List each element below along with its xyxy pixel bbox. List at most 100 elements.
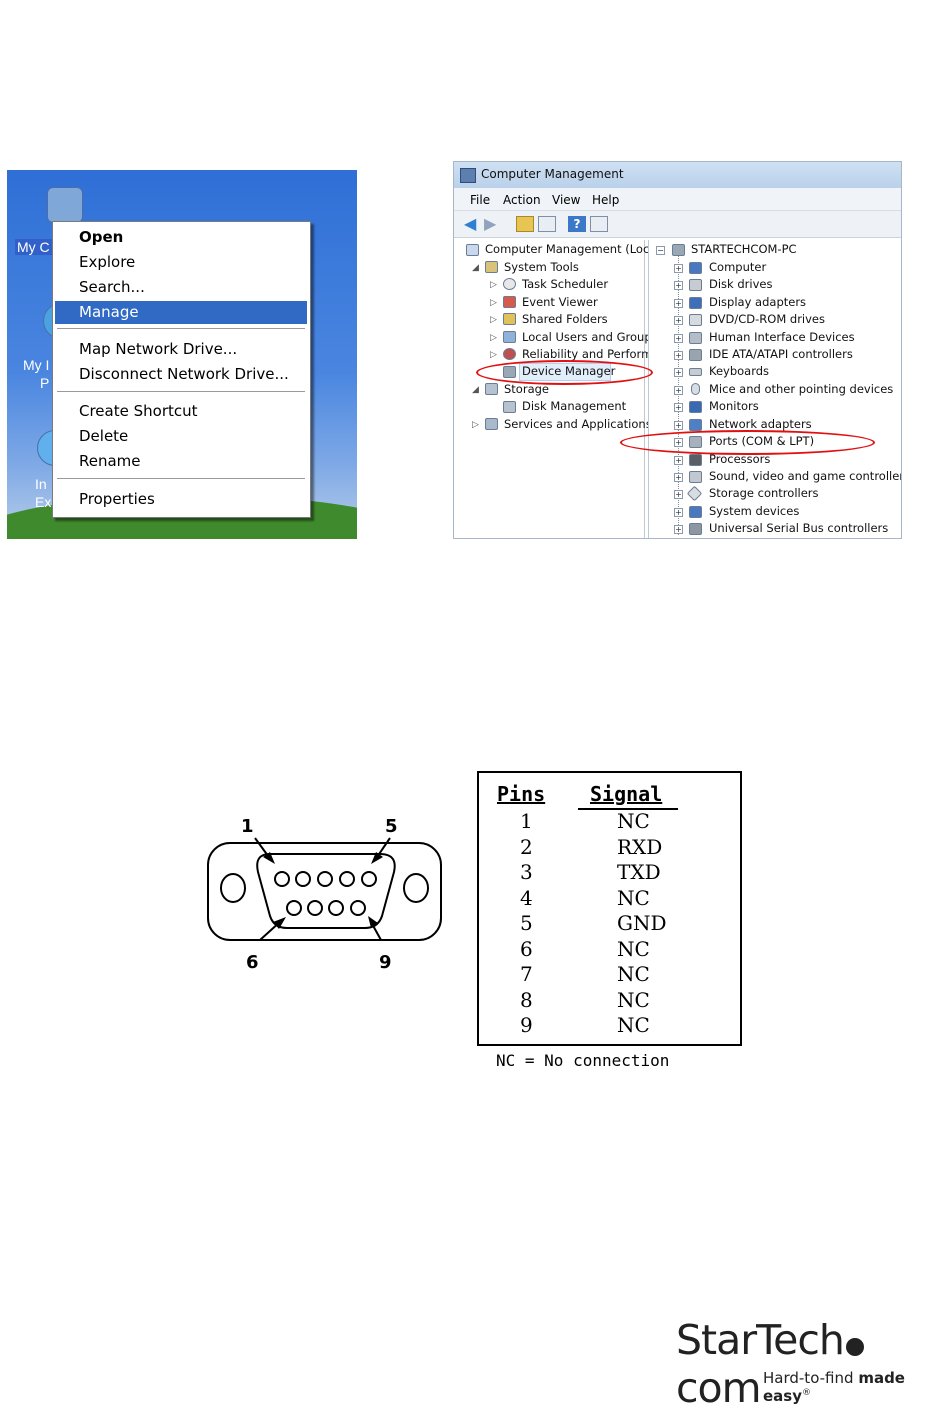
menu-item-delete[interactable]: Delete — [79, 427, 129, 445]
device-keyboards[interactable]: Keyboards — [709, 364, 770, 378]
tree-storage[interactable]: Storage — [504, 382, 549, 396]
menu-help[interactable]: Help — [592, 193, 620, 207]
device-monitors[interactable]: Monitors — [709, 399, 759, 413]
collapsed-arrow-icon[interactable]: ▷ — [490, 280, 497, 290]
collapsed-arrow-icon[interactable]: ▷ — [490, 315, 497, 325]
startech-logo: StarTechcom Hard-to-find made easy® — [676, 1316, 938, 1412]
tree-task-scheduler[interactable]: Task Scheduler — [522, 277, 609, 291]
tree-reliability-and-performance[interactable]: Reliability and Performa — [522, 347, 660, 361]
menu-item-rename[interactable]: Rename — [79, 452, 141, 470]
collapsed-arrow-icon[interactable]: ▷ — [490, 333, 497, 343]
device-system-devices[interactable]: System devices — [709, 504, 800, 518]
device-computer[interactable]: Computer — [709, 260, 767, 274]
signal-cell: NC — [617, 962, 650, 986]
collapsed-arrow-icon[interactable]: ▷ — [472, 420, 479, 430]
collapse-box-icon[interactable]: − — [656, 246, 665, 255]
signal-cell: NC — [617, 885, 650, 910]
expand-box-icon[interactable]: + — [674, 281, 683, 290]
reliability-icon — [503, 348, 516, 360]
menu-item-search[interactable]: Search... — [79, 278, 145, 296]
show-hide-tree-icon[interactable] — [538, 216, 556, 232]
signal-cell: NC — [617, 987, 650, 1012]
pin-9 — [350, 900, 366, 916]
help-icon[interactable]: ? — [568, 216, 586, 232]
device-universal-serial-bus-controllers[interactable]: Universal Serial Bus controllers — [709, 521, 889, 535]
menu-file[interactable]: File — [470, 193, 491, 207]
expand-box-icon[interactable]: + — [674, 490, 683, 499]
pin-number-cell: 7 — [520, 962, 533, 986]
expanded-arrow-icon[interactable]: ◢ — [472, 263, 479, 273]
expand-box-icon[interactable]: + — [674, 316, 683, 325]
expand-box-icon[interactable]: + — [674, 473, 683, 482]
shared-folders-icon — [503, 313, 516, 325]
network-places-label-2[interactable]: P — [40, 375, 50, 391]
expand-box-icon[interactable]: + — [674, 525, 683, 534]
menu-view[interactable]: View — [552, 193, 581, 207]
mounting-hole-left — [220, 873, 246, 903]
collapsed-arrow-icon[interactable]: ▷ — [490, 298, 497, 308]
menu-action[interactable]: Action — [503, 193, 541, 207]
device-processors[interactable]: Processors — [709, 452, 771, 466]
collapsed-arrow-icon[interactable]: ▷ — [490, 350, 497, 360]
tree-system-tools[interactable]: System Tools — [504, 260, 579, 274]
connector-shell — [207, 842, 442, 941]
my-computer-icon[interactable] — [47, 187, 83, 223]
logo-tagline: Hard-to-find made easy® — [763, 1369, 938, 1405]
pin-7 — [307, 900, 323, 916]
logo-trademark: ® — [802, 1388, 812, 1398]
expand-box-icon[interactable]: + — [674, 334, 683, 343]
menu-item-disconnect-network-drive[interactable]: Disconnect Network Drive... — [79, 365, 289, 383]
device-dvd-cd-rom-drives[interactable]: DVD/CD-ROM drives — [709, 312, 825, 326]
network-places-label-1[interactable]: My I — [23, 357, 50, 373]
expand-box-icon[interactable]: + — [674, 403, 683, 412]
title-bar[interactable] — [454, 162, 901, 188]
menu-item-properties[interactable]: Properties — [79, 490, 155, 508]
tree-services-and-applications[interactable]: Services and Applications — [504, 417, 652, 431]
my-computer-label[interactable]: My C — [15, 239, 52, 255]
expand-box-icon[interactable]: + — [674, 299, 683, 308]
action-pane-icon[interactable] — [590, 216, 608, 232]
device-display-adapters[interactable]: Display adapters — [709, 295, 807, 309]
computer-icon — [689, 262, 702, 274]
menu-item-create-shortcut[interactable]: Create Shortcut — [79, 402, 198, 420]
tree-shared-folders[interactable]: Shared Folders — [522, 312, 608, 326]
event-viewer-icon — [503, 296, 516, 308]
computer-management-icon — [460, 168, 476, 183]
menu-bar — [454, 188, 901, 211]
menu-item-map-network-drive[interactable]: Map Network Drive... — [79, 340, 238, 358]
menu-item-manage[interactable]: Manage — [55, 301, 307, 324]
menu-item-open[interactable]: Open — [79, 228, 124, 246]
up-folder-icon[interactable] — [516, 216, 534, 232]
tree-local-users-and-groups[interactable]: Local Users and Groups — [522, 330, 658, 344]
expand-box-icon[interactable]: + — [674, 386, 683, 395]
expanded-arrow-icon[interactable]: ◢ — [472, 385, 479, 395]
expand-box-icon[interactable]: + — [674, 421, 683, 430]
network-adapter-icon — [689, 419, 702, 431]
back-arrow-icon[interactable]: ◀ — [464, 214, 477, 233]
expand-box-icon[interactable]: + — [674, 456, 683, 465]
tree-computer-management[interactable]: Computer Management (Local — [485, 242, 660, 256]
forward-arrow-icon[interactable]: ▶ — [484, 214, 497, 233]
device-mice-and-pointing-devices[interactable]: Mice and other pointing devices — [709, 382, 894, 396]
internet-explorer-label-2[interactable]: Ex — [35, 494, 52, 510]
device-human-interface-devices[interactable]: Human Interface Devices — [709, 330, 855, 344]
tree-disk-management[interactable]: Disk Management — [522, 399, 627, 413]
system-devices-icon — [689, 506, 702, 518]
device-network-adapters[interactable]: Network adapters — [709, 417, 812, 431]
expand-box-icon[interactable]: + — [674, 351, 683, 360]
tree-event-viewer[interactable]: Event Viewer — [522, 295, 598, 309]
context-menu: Open Explore Search... Manage Map Networ… — [52, 221, 311, 518]
arrow-head-1 — [263, 852, 275, 864]
device-ide-ata-atapi-controllers[interactable]: IDE ATA/ATAPI controllers — [709, 347, 853, 361]
expand-box-icon[interactable]: + — [674, 368, 683, 377]
menu-item-explore[interactable]: Explore — [79, 253, 136, 271]
expand-box-icon[interactable]: + — [674, 264, 683, 273]
pin-4 — [339, 871, 355, 887]
services-icon — [485, 418, 498, 430]
device-storage-controllers[interactable]: Storage controllers — [709, 486, 819, 500]
device-sound-video-game-controllers[interactable]: Sound, video and game controllers — [709, 469, 902, 483]
device-disk-drives[interactable]: Disk drives — [709, 277, 773, 291]
tree-startechcom-pc[interactable]: STARTECHCOM-PC — [691, 242, 797, 256]
expand-box-icon[interactable]: + — [674, 508, 683, 517]
internet-explorer-label-1[interactable]: In — [35, 476, 47, 492]
